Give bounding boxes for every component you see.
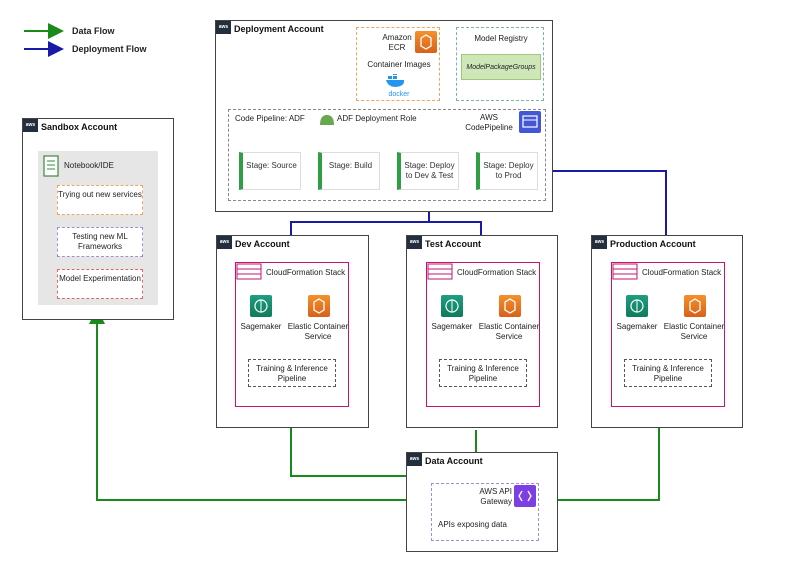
notebook-icon [42, 155, 60, 177]
aws-logo-icon: aws [407, 236, 422, 249]
stack-label: CloudFormation Stack [642, 268, 722, 277]
model-package-groups: ModelPackageGroups [461, 54, 541, 80]
sagemaker-brain-icon [250, 295, 272, 317]
model-registry-label: Model Registry [474, 34, 528, 43]
aws-logo-icon: aws [216, 21, 231, 34]
test-account-title: Test Account [425, 239, 482, 249]
sandbox-item-label: Testing new ML Frameworks [72, 232, 128, 251]
aws-logo-icon: aws [23, 119, 38, 132]
production-account-title: Production Account [610, 239, 696, 249]
ecs-label: Elastic Container Service [287, 322, 349, 341]
ecr-icon [415, 31, 437, 53]
training-pipeline-box: Training & Inference Pipeline [439, 359, 527, 387]
stage-source: Stage: Source [239, 152, 301, 190]
apis-label: APIs exposing data [438, 520, 507, 529]
ecs-container-icon [499, 295, 521, 317]
cloudformation-stack: CloudFormation Stack Sagemaker Elastic C… [611, 262, 725, 407]
cloudformation-stack-icon [612, 263, 638, 281]
deployment-account-title: Deployment Account [234, 24, 324, 34]
role-helmet-icon [319, 113, 335, 125]
ecr-box: Amazon ECR Container Images docker [356, 27, 440, 101]
data-account: aws Data Account AWS API Gateway APIs ex… [406, 452, 558, 552]
pipeline-label: Training & Inference Pipeline [256, 364, 328, 383]
ecs-container-icon [308, 295, 330, 317]
docker-whale-icon [385, 72, 407, 88]
sagemaker-brain-icon [626, 295, 648, 317]
sandbox-item-experimentation: Model Experimentation [57, 269, 143, 299]
ecr-label: Amazon ECR [382, 33, 412, 52]
model-registry-box: Model Registry ModelPackageGroups [456, 27, 544, 101]
data-flow-sandbox [89, 308, 406, 501]
stack-label: CloudFormation Stack [457, 268, 537, 277]
role-label: ADF Deployment Role [337, 114, 417, 123]
ecs-container-icon [684, 295, 706, 317]
pipeline-label: Training & Inference Pipeline [447, 364, 519, 383]
sandbox-item-label: Model Experimentation [59, 274, 141, 283]
data-flow-prod [558, 412, 667, 501]
test-account: aws Test Account CloudFormation Stack Sa… [406, 235, 558, 428]
codepipeline-icon [519, 111, 541, 133]
sandbox-item-services: Trying out new services [57, 185, 143, 215]
sagemaker-label: Sagemaker [616, 322, 658, 331]
aws-logo-icon: aws [407, 453, 422, 466]
legend-deploy-flow-label: Deployment Flow [72, 44, 147, 54]
pipeline-label: Training & Inference Pipeline [632, 364, 704, 383]
ecs-label: Elastic Container Service [663, 322, 725, 341]
stage-deploy-dev-test: Stage: Deploy to Dev & Test [397, 152, 459, 190]
sandbox-account: aws Sandbox Account Notebook/IDE Trying … [22, 118, 174, 320]
data-account-title: Data Account [425, 456, 483, 466]
api-gateway-label: AWS API Gateway [479, 487, 512, 506]
container-images-label: Container Images [367, 60, 431, 69]
notebook-label: Notebook/IDE [64, 161, 114, 170]
api-gateway-icon [514, 485, 536, 507]
sagemaker-label: Sagemaker [431, 322, 473, 331]
stack-label: CloudFormation Stack [266, 268, 346, 277]
cloudformation-stack: CloudFormation Stack Sagemaker Elastic C… [426, 262, 540, 407]
docker-label: docker [388, 91, 410, 98]
sandbox-item-frameworks: Testing new ML Frameworks [57, 227, 143, 257]
stage-deploy-prod: Stage: Deploy to Prod [476, 152, 538, 190]
deploy-flow-prod [539, 170, 674, 252]
stage-build: Stage: Build [318, 152, 380, 190]
code-pipeline-box: Code Pipeline: ADF ADF Deployment Role A… [228, 109, 546, 201]
production-account: aws Production Account CloudFormation St… [591, 235, 743, 428]
aws-logo-icon: aws [217, 236, 232, 249]
training-pipeline-box: Training & Inference Pipeline [248, 359, 336, 387]
data-flow-dev [283, 412, 406, 477]
ecs-label: Elastic Container Service [478, 322, 540, 341]
aws-logo-icon: aws [592, 236, 607, 249]
sandbox-account-title: Sandbox Account [41, 122, 118, 132]
cloudformation-stack-icon [236, 263, 262, 281]
codepipeline-label: AWS CodePipeline [465, 113, 513, 132]
pipeline-label: Code Pipeline: ADF [235, 114, 305, 123]
dev-account-title: Dev Account [235, 239, 290, 249]
notebook-panel: Notebook/IDE Trying out new services Tes… [38, 151, 158, 305]
cloudformation-stack: CloudFormation Stack Sagemaker Elastic C… [235, 262, 349, 407]
training-pipeline-box: Training & Inference Pipeline [624, 359, 712, 387]
api-gateway-box: AWS API Gateway APIs exposing data [431, 483, 539, 541]
sandbox-item-label: Trying out new services [58, 190, 142, 199]
cloudformation-stack-icon [427, 263, 453, 281]
model-package-groups-label: ModelPackageGroups [466, 64, 536, 71]
sagemaker-brain-icon [441, 295, 463, 317]
dev-account: aws Dev Account CloudFormation Stack Sag… [216, 235, 369, 428]
sagemaker-label: Sagemaker [240, 322, 282, 331]
legend-data-flow-label: Data Flow [72, 26, 115, 36]
